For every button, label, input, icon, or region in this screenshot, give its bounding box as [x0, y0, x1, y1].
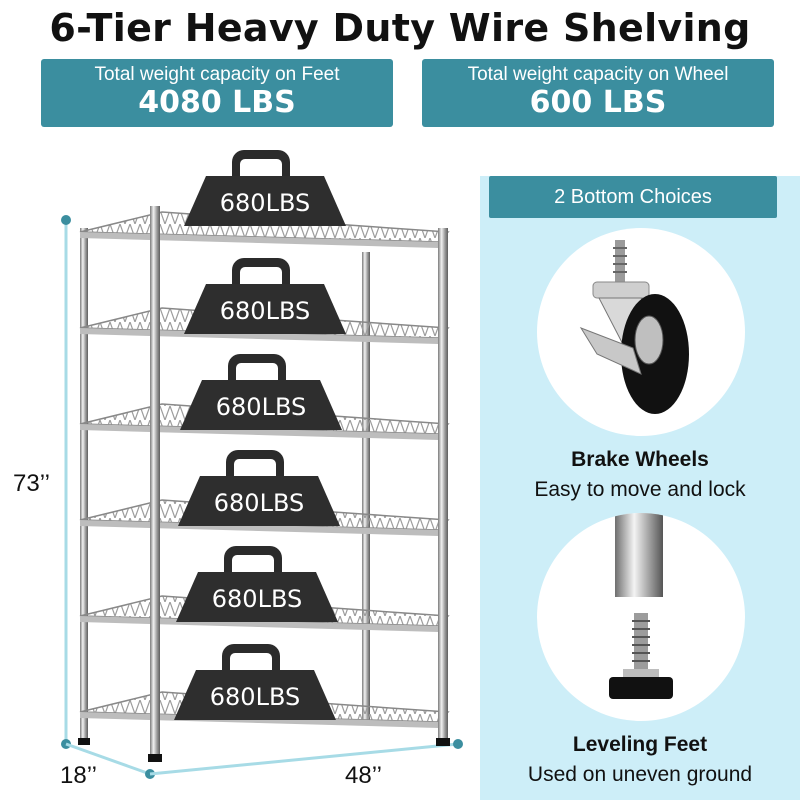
weight-680lbs: 680LBS [180, 354, 342, 430]
brake-wheel-image [537, 228, 745, 436]
height-dimension-line [61, 215, 71, 749]
back-left-post [80, 228, 88, 740]
page-title: 6-Tier Heavy Duty Wire Shelving [49, 6, 751, 50]
weight-label: 680LBS [220, 297, 310, 325]
wheel-capacity-banner: Total weight capacity on Wheel 600 LBS [422, 59, 774, 127]
weight-label: 680LBS [220, 189, 310, 217]
weight-680lbs: 680LBS [178, 450, 340, 526]
leveling-foot-icon [609, 513, 673, 699]
weight-label: 680LBS [216, 393, 306, 421]
weight-label: 680LBS [210, 683, 300, 711]
foot-cap [148, 754, 162, 762]
feet-capacity-value: 4080 LBS [138, 85, 296, 120]
leveling-feet-image [537, 513, 745, 721]
caster-wheel-icon [579, 240, 689, 414]
front-right-post [438, 228, 448, 742]
weight-680lbs: 680LBS [184, 258, 346, 334]
weight-680lbs: 680LBS [184, 150, 346, 226]
brake-wheels-title: Brake Wheels [571, 448, 709, 471]
leveling-feet-title: Leveling Feet [572, 733, 708, 756]
weight-680lbs: 680LBS [174, 644, 336, 720]
front-left-post [150, 206, 160, 758]
depth-dimension-label: 18’’ [60, 762, 97, 789]
foot-cap [436, 738, 450, 746]
feet-capacity-label: Total weight capacity on Feet [94, 64, 340, 85]
wheel-capacity-label: Total weight capacity on Wheel [467, 64, 729, 85]
width-dimension-line [149, 739, 463, 776]
brake-wheels-subtitle: Easy to move and lock [534, 478, 746, 501]
leveling-feet-subtitle: Used on uneven ground [527, 763, 753, 786]
shelf [79, 211, 450, 248]
wheel-capacity-value: 600 LBS [529, 85, 667, 120]
back-right-post [362, 252, 370, 724]
wire-shelf-illustration: 680LBS 680LBS 680LBS 680LBS 680LBS 680LB… [61, 150, 463, 779]
width-dimension-label: 48’’ [345, 762, 382, 789]
weight-680lbs: 680LBS [176, 546, 338, 622]
feet-capacity-banner: Total weight capacity on Feet 4080 LBS [41, 59, 393, 127]
height-dimension-label: 73’’ [13, 470, 50, 497]
bottom-choices-header: 2 Bottom Choices [489, 176, 777, 218]
weight-label: 680LBS [212, 585, 302, 613]
foot-cap [78, 738, 90, 745]
weight-label: 680LBS [214, 489, 304, 517]
